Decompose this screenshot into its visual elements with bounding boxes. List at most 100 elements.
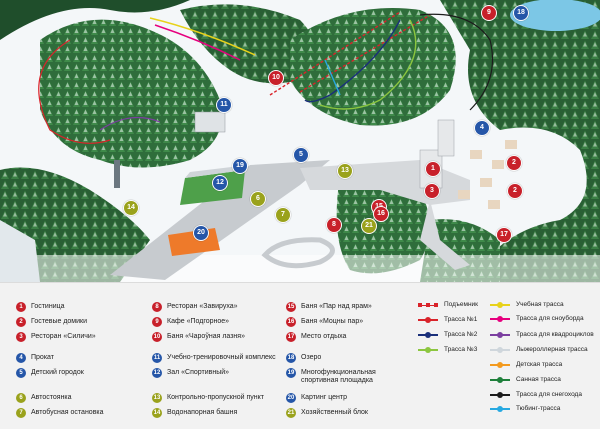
- map-marker-17[interactable]: 17: [496, 227, 512, 243]
- map-marker-2[interactable]: 2: [506, 155, 522, 171]
- map-marker-18[interactable]: 18: [513, 5, 529, 21]
- forest-left: [40, 19, 222, 168]
- trail-3: [319, 19, 417, 110]
- map-marker-5[interactable]: 5: [293, 147, 309, 163]
- map-marker-11[interactable]: 11: [216, 97, 232, 113]
- legend-label: Прокат: [31, 354, 54, 361]
- legend-badge-3: 3: [16, 332, 26, 342]
- legend-badge-10: 10: [152, 332, 162, 342]
- lift-swatch: [418, 301, 438, 309]
- trail-swatch: [490, 315, 510, 323]
- legend-label: Водонапорная башня: [167, 409, 238, 416]
- legend-trail-col4-2: Трасса №2: [418, 331, 477, 339]
- water-tower: [114, 160, 120, 188]
- resort-map: 1223456789101112131415161718192021: [0, 0, 600, 282]
- map-illustration: [0, 0, 600, 282]
- legend-label: Учебно-тренировочный комплекс: [167, 354, 276, 361]
- legend-trail-label: Трасса для квадроциклов: [516, 331, 594, 338]
- map-marker-14[interactable]: 14: [123, 200, 139, 216]
- legend-trail-col5-7: Тюбинг-трасса: [490, 405, 560, 413]
- training-complex: [194, 111, 226, 133]
- map-marker-3[interactable]: 3: [424, 183, 440, 199]
- map-marker-7[interactable]: 7: [275, 207, 291, 223]
- trail-swatch: [490, 405, 510, 413]
- legend-label: Зал «Спортивный»: [167, 369, 230, 376]
- legend-trail-label: Санная трасса: [516, 376, 561, 383]
- legend-trail-label: Трасса для снегохода: [516, 391, 582, 398]
- legend-badge-19: 19: [286, 368, 296, 378]
- road-south: [420, 200, 470, 270]
- map-marker-4[interactable]: 4: [474, 120, 490, 136]
- map-marker-6[interactable]: 6: [250, 191, 266, 207]
- legend-badge-9: 9: [152, 317, 162, 327]
- trail-swatch: [418, 316, 438, 324]
- legend-label: Контрольно-пропускной пункт: [167, 394, 264, 401]
- trail-2: [304, 19, 401, 103]
- map-marker-20[interactable]: 20: [193, 225, 209, 241]
- snowmobile-trail: [419, 13, 494, 111]
- legend-badge-1: 1: [16, 302, 26, 312]
- trail-1-loop: [38, 39, 111, 144]
- map-marker-9[interactable]: 9: [481, 5, 497, 21]
- map-marker-16[interactable]: 16: [373, 206, 389, 222]
- legend-label: Детский городок: [31, 369, 84, 376]
- legend-trail-col5-5: Санная трасса: [490, 376, 561, 384]
- legend-trail-label: Детская трасса: [516, 361, 563, 368]
- legend-trail-label: Трасса №2: [444, 331, 478, 338]
- legend-trail-col4-1: Трасса №1: [418, 316, 477, 324]
- legend-trail-label: Трасса №1: [444, 316, 478, 323]
- map-marker-10[interactable]: 10: [268, 70, 284, 86]
- legend-trail-label: Учебная трасса: [516, 301, 564, 308]
- road-main: [110, 160, 330, 280]
- map-marker-13[interactable]: 13: [337, 163, 353, 179]
- legend-badge-20: 20: [286, 393, 296, 403]
- map-marker-12[interactable]: 12: [212, 175, 228, 191]
- legend-badge-2: 2: [16, 317, 26, 327]
- legend-label: Баня «Чароўная лазня»: [167, 333, 245, 340]
- trail-swatch: [490, 346, 510, 354]
- map-marker-19[interactable]: 19: [232, 158, 248, 174]
- training-trail: [149, 17, 256, 56]
- legend-badge-7: 7: [16, 408, 26, 418]
- legend-item-14: 14 Водонапорная башня: [152, 408, 278, 418]
- legend-badge-21: 21: [286, 408, 296, 418]
- forest-bottom-left: [0, 167, 150, 282]
- legend-badge-14: 14: [152, 408, 162, 418]
- legend-trail-label: Подъемник: [444, 301, 479, 308]
- map-marker-21[interactable]: 21: [361, 218, 377, 234]
- legend-trail-col5-3: Лыжероллерная трасса: [490, 346, 588, 354]
- legend-trail-col5-6: Трасса для снегохода: [490, 391, 582, 399]
- trail-swatch: [490, 331, 510, 339]
- legend-badge-16: 16: [286, 317, 296, 327]
- ring-road: [261, 237, 335, 269]
- trail-swatch: [490, 361, 510, 369]
- legend-item-4: 4 Прокат: [16, 353, 142, 363]
- map-marker-8[interactable]: 8: [326, 217, 342, 233]
- legend-badge-8: 8: [152, 302, 162, 312]
- legend-trail-col5-4: Детская трасса: [490, 361, 562, 369]
- legend-badge-4: 4: [16, 353, 26, 363]
- lift-2: [299, 14, 431, 93]
- legend-label: Баня «Моцны пар»: [301, 318, 364, 325]
- map-marker-1[interactable]: 1: [425, 161, 441, 177]
- map-marker-2[interactable]: 2: [507, 183, 523, 199]
- legend-trail-col5-2: Трасса для квадроциклов: [490, 331, 594, 339]
- legend-trail-label: Лыжероллерная трасса: [516, 346, 588, 353]
- forest-center: [290, 8, 456, 126]
- legend-trail-col5-1: Трасса для сноуборда: [490, 315, 584, 323]
